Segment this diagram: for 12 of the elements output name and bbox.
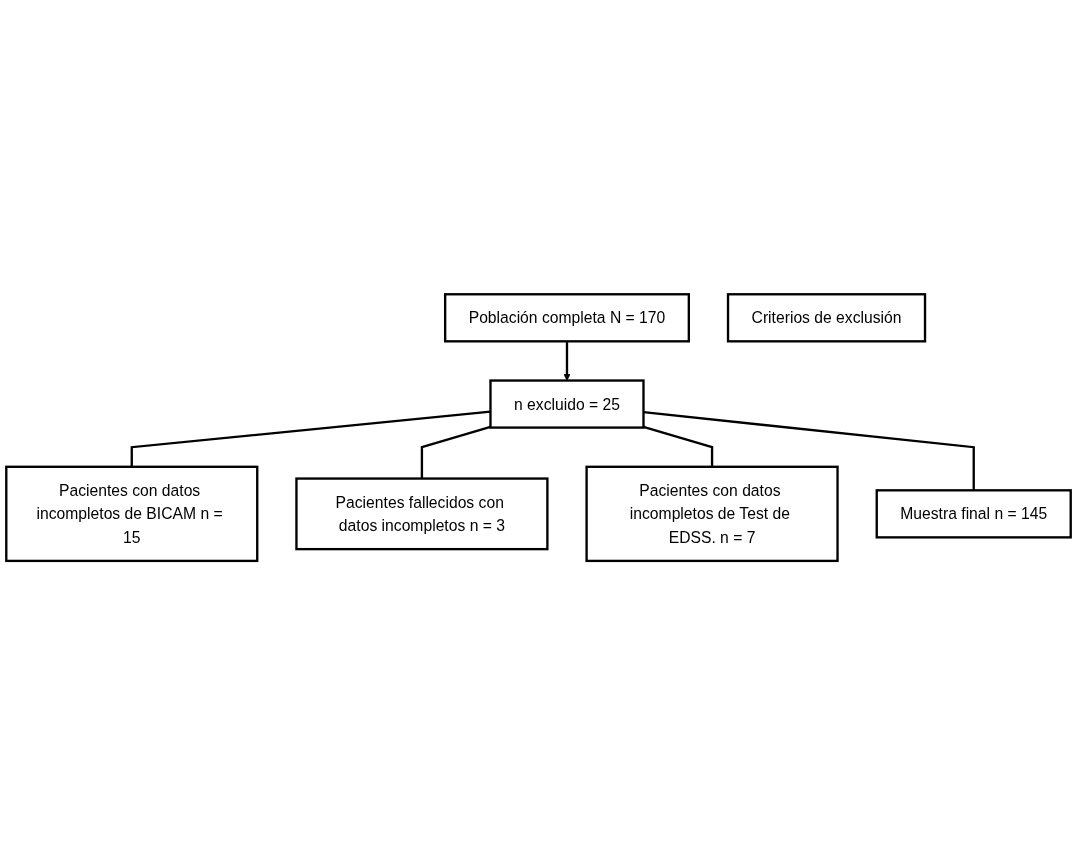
connector: [643, 425, 714, 467]
node-box: Criterios de exclusión: [726, 293, 927, 343]
arrow: [563, 341, 571, 381]
node-box: Pacientes con datos incompletos de Test de EDSS. n = 7: [585, 465, 839, 562]
node-box: Muestra final n = 145: [875, 489, 1072, 539]
connector: [130, 410, 491, 467]
node-box: Población completa N = 170: [444, 293, 690, 343]
connector: [643, 410, 975, 491]
node-box: Pacientes fallecidos con datos incompletos n = 3: [295, 477, 549, 551]
node-box: Pacientes con datos incompletos de BICAM n = 15: [5, 465, 259, 562]
node-box: n excluido = 25: [489, 379, 645, 429]
connector: [420, 425, 491, 479]
